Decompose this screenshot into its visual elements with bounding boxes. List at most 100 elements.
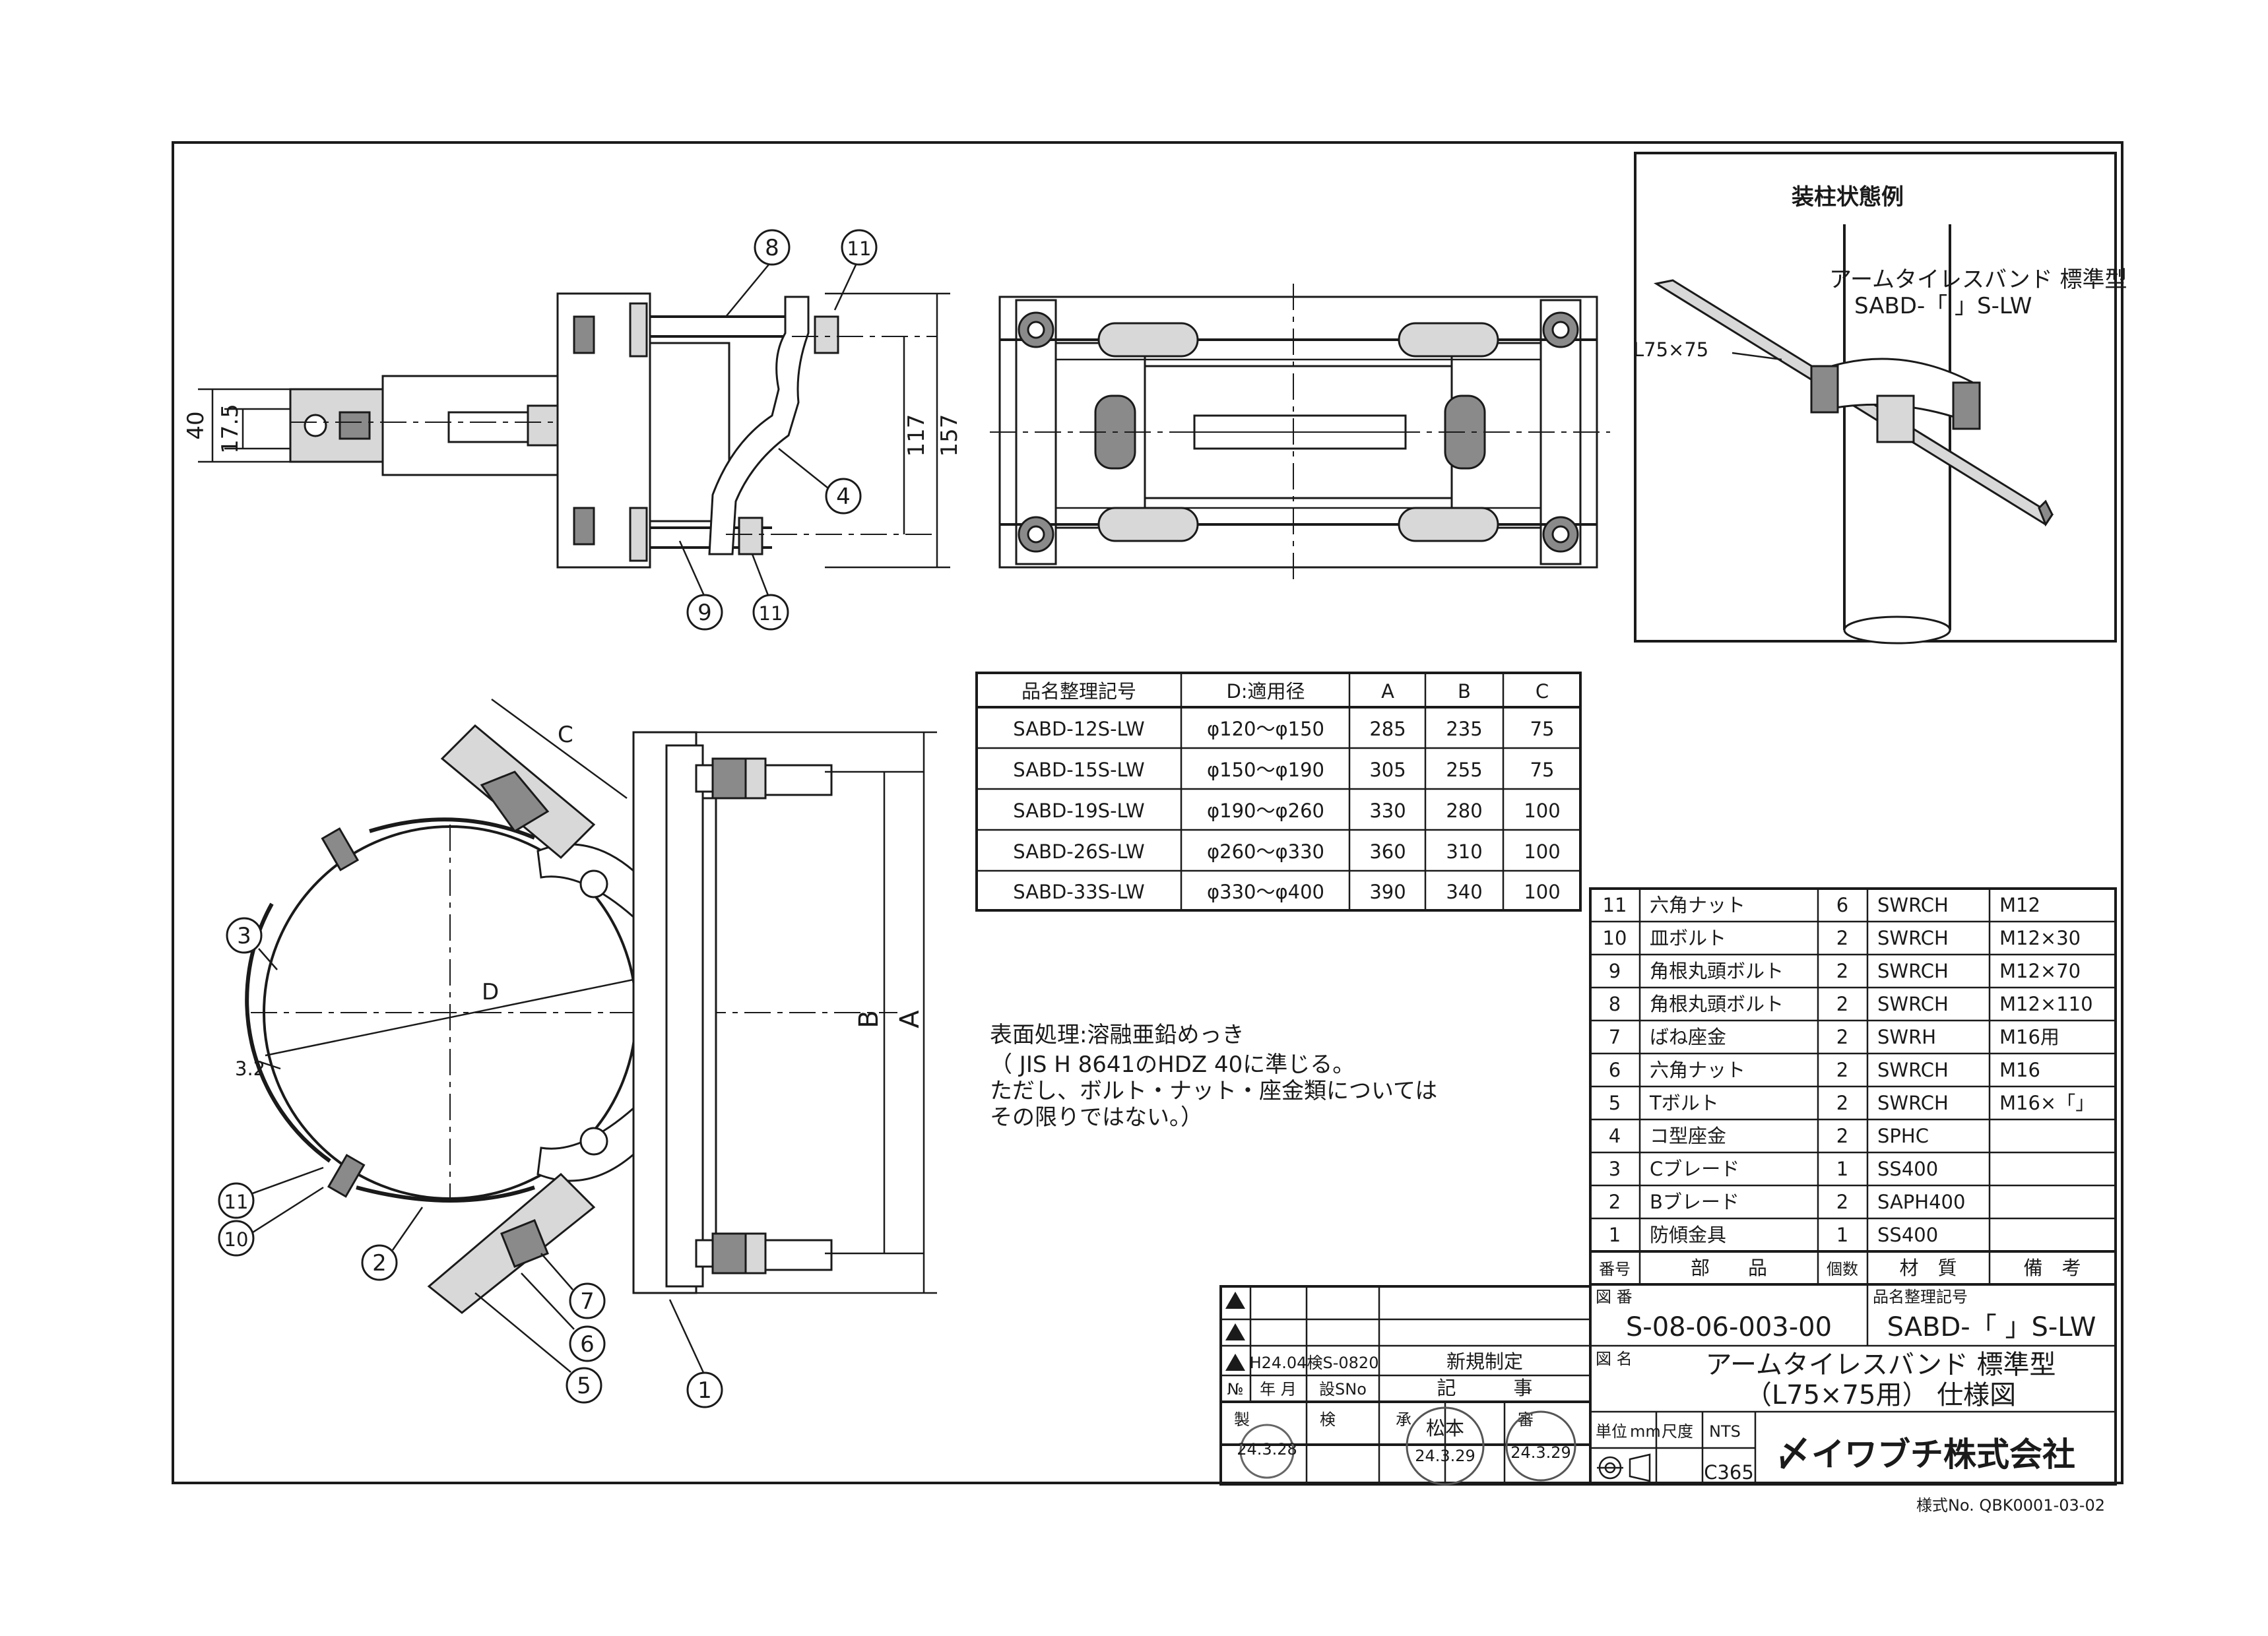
zu-ban-label: 図 番 [1596,1288,1633,1306]
size-cell: 390 [1369,881,1406,903]
install-example: 装柱状態例 L75×75 アームタイレスバンド 標準型 SABD-「 」S-LW [1633,152,2127,645]
parts-cell: 1 [1836,1224,1848,1246]
rev-header-text: 記 事 [1437,1377,1532,1399]
parts-cell: 6 [1836,894,1848,916]
scale-label: 尺度 [1662,1422,1693,1441]
side-view: 40 17.5 117 157 [183,229,963,631]
size-header-0: 品名整理記号 [1021,680,1136,703]
parts-cell: 2 [1836,993,1848,1015]
size-cell: φ330～φ400 [1207,881,1324,903]
size-header-3: B [1458,680,1471,703]
parts-cell: SWRH [1877,1026,1936,1048]
balloon-9: 9 [697,600,712,626]
parts-cell: 皿ボルト [1650,927,1726,949]
title-block: H24.04 検S-0820 新規制定 № 年 月 設SNo 記 事 製 検 承… [1219,1283,2117,1486]
unit: mm [1630,1422,1661,1441]
parts-cell: SWRCH [1877,1059,1949,1081]
note-line-3: ただし、ボルト・ナット・座金類については [990,1078,1437,1104]
parts-cell: M16×「」 [1999,1092,2094,1114]
parts-cell: ばね座金 [1650,1026,1726,1048]
parts-cell: SWRCH [1877,927,1949,949]
rev-header-date: 年 月 [1260,1380,1297,1399]
code: C365 [1704,1461,1754,1484]
parts-footer: 番号 [1599,1260,1631,1278]
drawing-name-2: （L75×75用） 仕様図 [1745,1380,2016,1410]
dim-40: 40 [183,411,209,439]
parts-cell: 4 [1609,1125,1621,1147]
dim-17-5: 17.5 [217,404,243,454]
label-c: C [558,722,573,748]
parts-cell: M16用 [1999,1026,2059,1048]
rev-date: H24.04 [1250,1354,1307,1372]
parts-cell: 2 [1836,927,1848,949]
rev-header-no: № [1227,1380,1244,1399]
parts-cell: SWRCH [1877,894,1949,916]
angle-label: L75×75 [1633,338,1708,361]
install-product: アームタイレスバンド 標準型 [1829,267,2127,293]
parts-cell: 1 [1836,1158,1848,1180]
parts-cell: 2 [1836,1026,1848,1048]
stamp-made [1239,1424,1295,1479]
dim-117: 117 [903,414,930,457]
parts-footer: 備 考 [2023,1257,2081,1279]
size-cell: SABD-33S-LW [1013,881,1144,903]
stamp-date-2: 24.3.29 [1415,1447,1475,1465]
size-cell: 360 [1369,840,1406,863]
sheet-border [172,141,2123,1484]
parts-cell: M12×110 [1999,993,2093,1015]
balloon-11-plan: 11 [224,1191,249,1213]
size-cell: 285 [1369,718,1406,740]
label-a: A [895,1010,925,1028]
size-cell: 235 [1446,718,1482,740]
form-number: 様式No. QBK0001-03-02 [1916,1496,2105,1515]
drawing-number: S-08-06-003-00 [1626,1312,1832,1342]
size-cell: 100 [1524,840,1560,863]
size-cell: φ190～φ260 [1207,800,1324,822]
parts-cell: SWRCH [1877,993,1949,1015]
parts-cell: 8 [1609,993,1621,1015]
balloon-6: 6 [580,1331,595,1358]
parts-cell: M12 [1999,894,2040,916]
size-cell: SABD-12S-LW [1013,718,1144,740]
model-label: 品名整理記号 [1873,1288,1968,1306]
balloon-7: 7 [580,1288,595,1315]
install-model: SABD-「 」S-LW [1854,293,2032,319]
balloon-1: 1 [697,1377,712,1404]
parts-cell: M12×30 [1999,927,2081,949]
size-cell: SABD-15S-LW [1013,759,1144,781]
unit-label: 単位 [1596,1422,1627,1441]
parts-cell: 六角ナット [1650,1059,1745,1081]
company-mark: 〆 [1775,1433,1811,1474]
parts-cell: 7 [1609,1026,1621,1048]
balloon-11-bottom: 11 [759,602,783,625]
label-thickness: 3.2 [235,1057,265,1080]
size-header-4: C [1536,680,1549,703]
note-line-1: 表面処理:溶融亜鉛めっき [990,1022,1244,1048]
size-cell: 255 [1446,759,1482,781]
balloon-8: 8 [765,235,779,261]
size-cell: 310 [1446,840,1482,863]
size-cell: φ120～φ150 [1207,718,1324,740]
size-cell: 100 [1524,800,1560,822]
size-header-1: D:適用径 [1226,680,1305,703]
parts-cell: Bブレード [1650,1191,1739,1213]
rev-no: 検S-0820 [1307,1354,1379,1372]
parts-cell: 3 [1609,1158,1621,1180]
scale: NTS [1709,1422,1741,1441]
drawing-name-1: アームタイレスバンド 標準型 [1705,1350,2056,1380]
zu-mei-label: 図 名 [1596,1350,1633,1368]
parts-cell: SS400 [1877,1224,1938,1246]
balloon-5: 5 [577,1373,591,1399]
parts-cell: SS400 [1877,1158,1938,1180]
balloon-11-top: 11 [847,237,872,260]
parts-cell: 1 [1609,1224,1621,1246]
size-cell: 280 [1446,800,1482,822]
parts-cell: M16 [1999,1059,2040,1081]
projection-symbol [1597,1453,1651,1482]
parts-cell: 六角ナット [1650,894,1745,916]
stamp-date-1: 24.3.28 [1237,1440,1297,1459]
parts-cell: 2 [1836,1191,1848,1213]
parts-list: 11 六角ナット 6 SWRCH M12 10 皿ボルト 2 SWRCH M12… [1589,887,2117,1286]
parts-cell: 11 [1603,894,1627,916]
size-cell: φ260～φ330 [1207,840,1324,863]
